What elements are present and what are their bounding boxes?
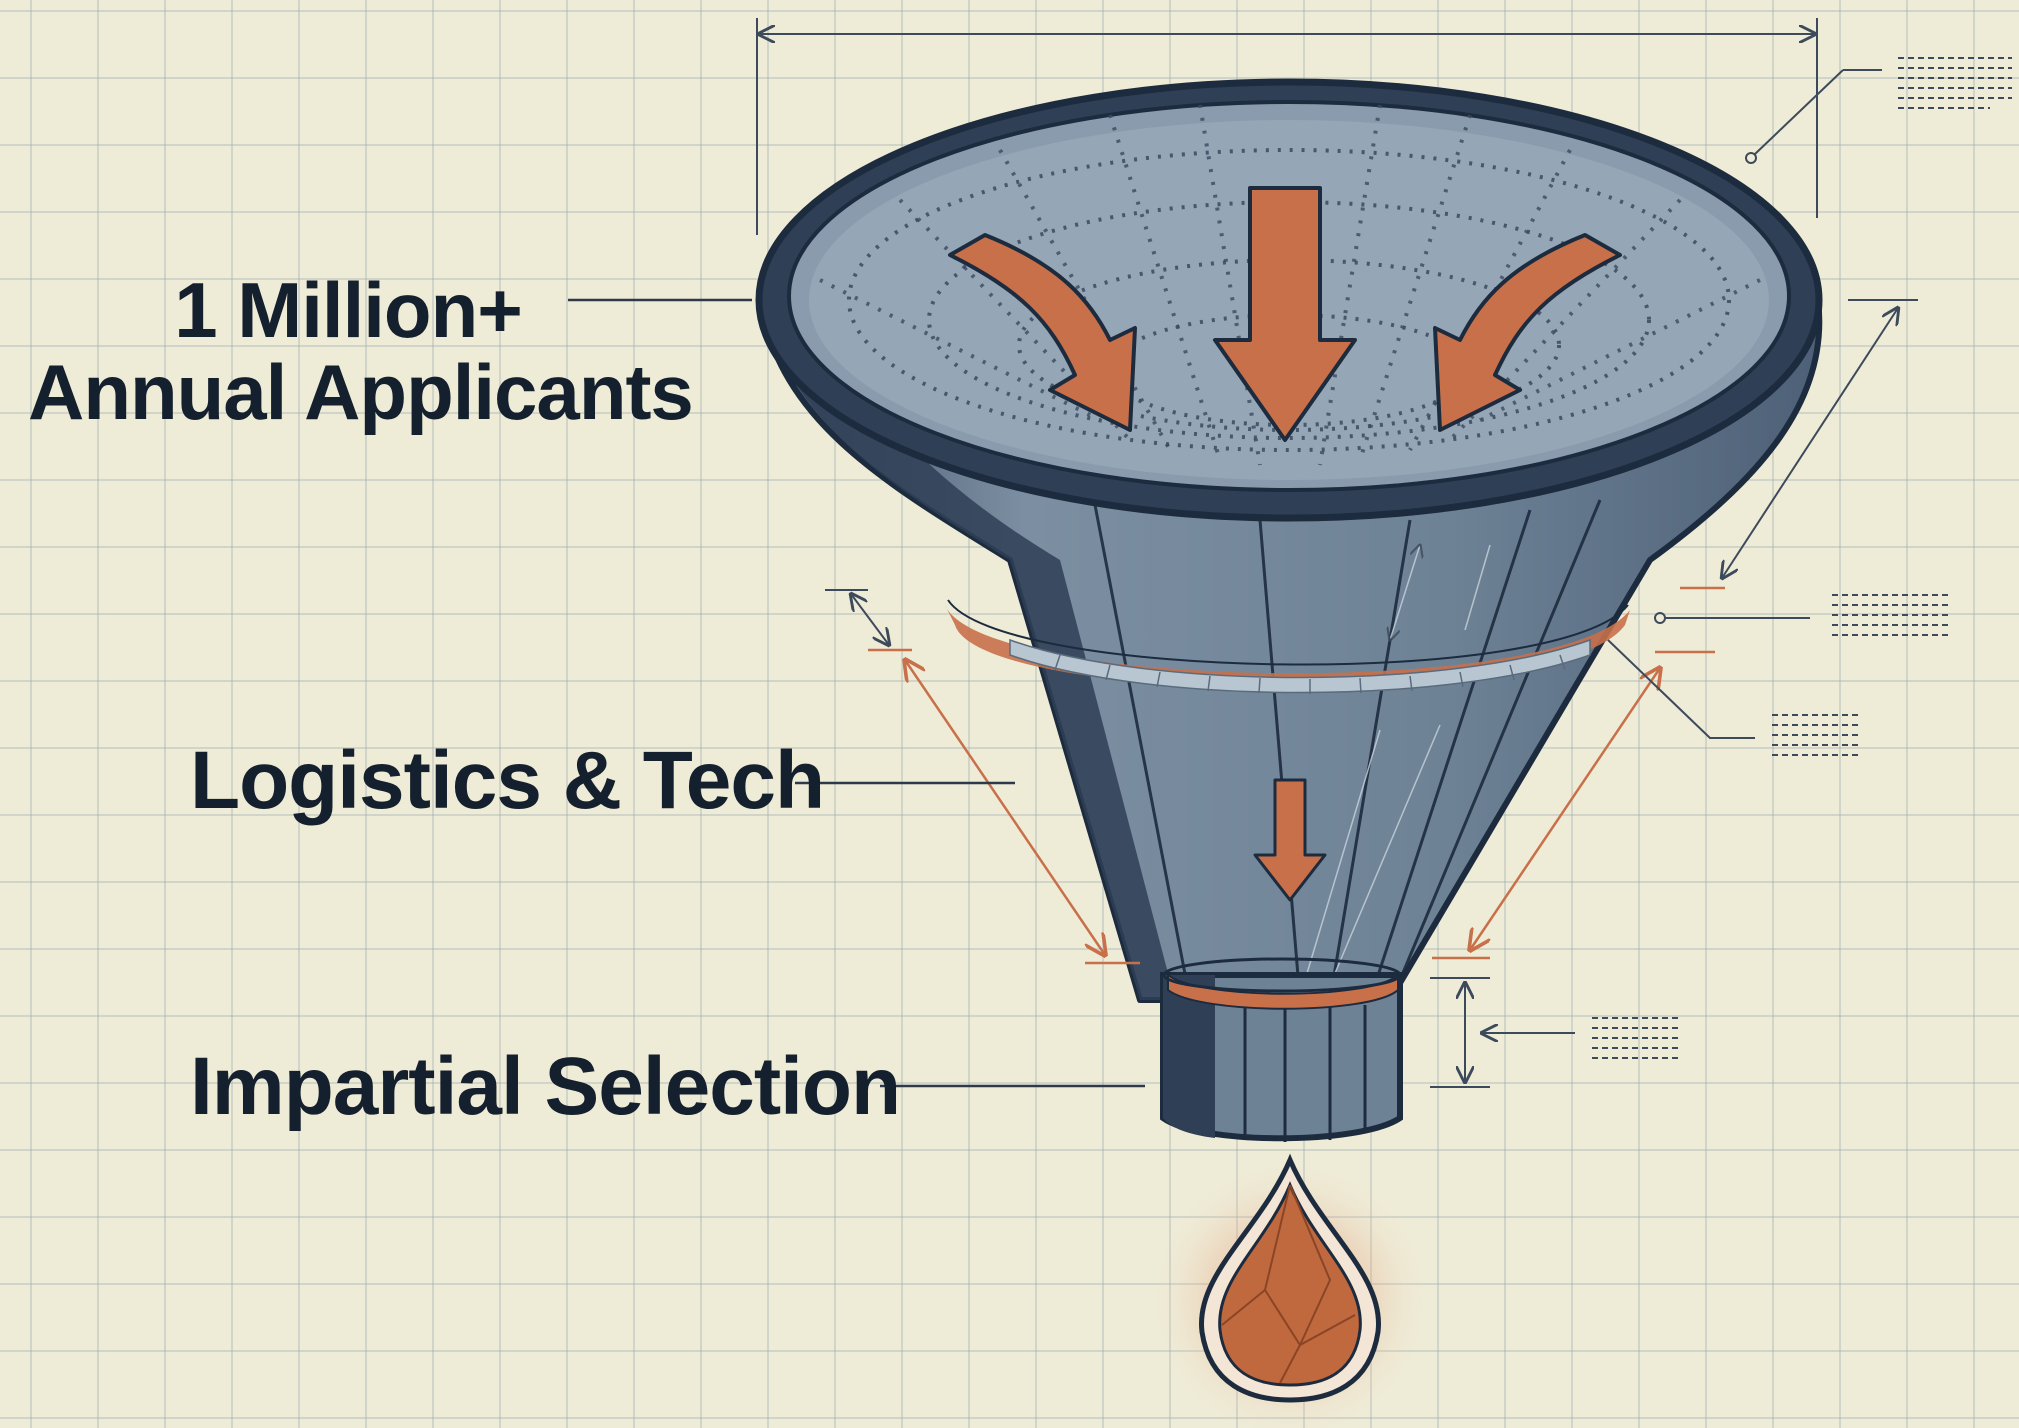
dimension-arrow-icon (1722, 299, 1918, 578)
applicants-count: 1 Million+ (174, 266, 523, 354)
selection-caption: Impartial Selection (190, 1041, 901, 1132)
funnel-spout (1160, 957, 1403, 1142)
dimension-arrow-icon (1432, 586, 1725, 960)
leader-lines (568, 298, 1145, 1088)
stage-label-logistics: Logistics & Tech (190, 735, 825, 826)
note-lines-icon (1654, 594, 1950, 636)
note-lines-icon (1745, 57, 2012, 164)
arrow-down-icon (1253, 778, 1327, 902)
note-lines-icon (1430, 977, 1678, 1088)
arrow-down-icon (948, 186, 1622, 442)
stage-label-selection: Impartial Selection (190, 1041, 901, 1132)
logistics-caption: Logistics & Tech (190, 735, 825, 826)
gem-droplet-icon (1150, 1153, 1430, 1428)
applicants-caption: Annual Applicants (28, 347, 694, 436)
top-dimension-line (756, 18, 1818, 235)
dimension-arrow-icon (825, 589, 1140, 965)
note-lines-icon (1607, 639, 1858, 756)
stage-label-applicants: 1 Million+ Annual Applicants (28, 266, 694, 436)
